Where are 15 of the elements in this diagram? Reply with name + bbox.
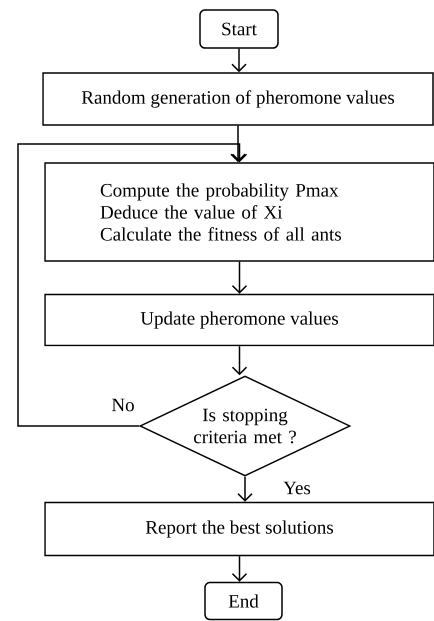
arrow — [230, 126, 246, 162]
start-terminal: Start — [199, 9, 279, 49]
arrow — [232, 262, 248, 294]
end-terminal: End — [204, 582, 283, 620]
arrow — [232, 556, 248, 582]
process-box: Random generation of pheromone values — [42, 72, 434, 126]
edge-label: Yes — [282, 480, 312, 496]
process-box: Compute the probability Pmax Deduce the value of Xi Calculate the fitness of all ants — [44, 162, 434, 262]
arrow — [231, 48, 247, 72]
arrow — [17, 143, 248, 427]
process-box: Update pheromone values — [44, 294, 434, 346]
edge-label: No — [110, 398, 136, 412]
arrow — [232, 346, 248, 376]
process-box: Report the best solutions — [44, 502, 434, 556]
arrow — [237, 476, 253, 502]
